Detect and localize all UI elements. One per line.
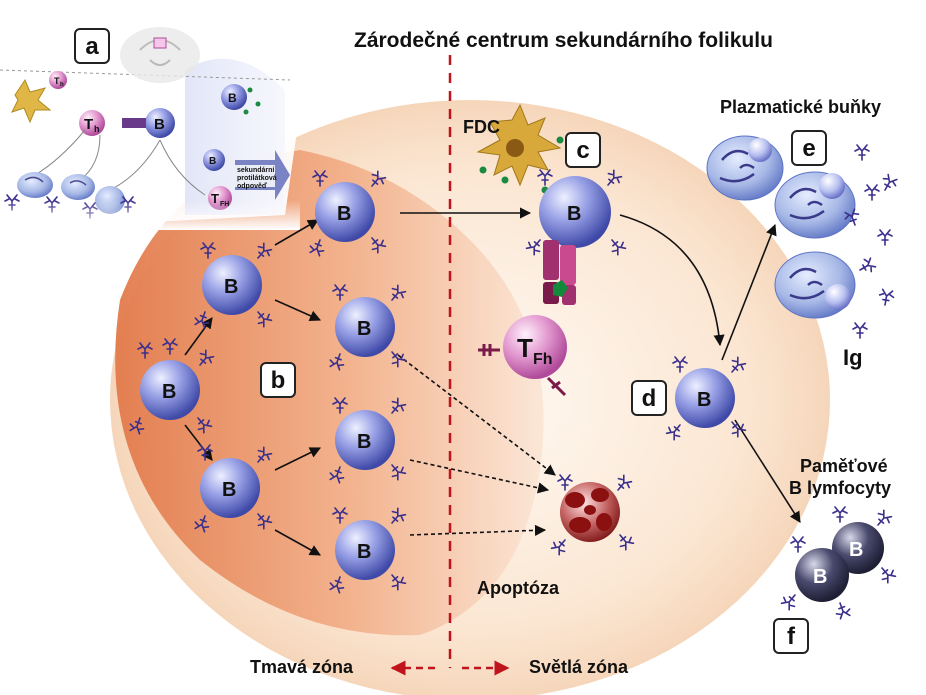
inset-response-3: odpověď	[237, 183, 268, 190]
inset-response-1: sekundární	[237, 167, 275, 174]
dark-zone-label: Tmavá zóna	[250, 657, 354, 677]
inset-th-small-label: T	[54, 76, 60, 86]
panel-label-e: e	[791, 130, 827, 166]
apoptosis-label: Apoptóza	[477, 578, 559, 598]
inset-tfh-label: T	[211, 191, 219, 206]
svg-text:B: B	[849, 539, 863, 561]
svg-text:B: B	[567, 203, 581, 225]
plasma-cells-label: Plazmatické buňky	[720, 97, 882, 117]
tfh-label: T	[517, 333, 533, 363]
inset-response-2: protilátková	[237, 175, 277, 182]
svg-text:B: B	[697, 389, 711, 411]
inset-th-label: T	[84, 116, 93, 133]
free-antibodies	[842, 144, 900, 339]
apoptotic-cell	[549, 473, 636, 557]
svg-text:B: B	[337, 203, 351, 225]
page-title: Zárodečné centrum sekundárního folikulu	[354, 29, 773, 52]
b-cell-c	[524, 168, 628, 257]
panel-label-a: a	[74, 28, 110, 64]
svg-text:B: B	[209, 156, 216, 167]
b-cell	[192, 444, 274, 534]
inset-th-small-sub: h	[60, 82, 64, 88]
memory-label-line1: Paměťové	[800, 456, 888, 476]
svg-text:B: B	[357, 318, 371, 340]
flow-arrows	[184, 207, 801, 556]
light-zone-label: Světlá zóna	[529, 657, 629, 677]
plasma-cell	[774, 171, 856, 239]
b-cell	[327, 506, 408, 595]
svg-text:B: B	[162, 381, 176, 403]
panel-label-b: b	[260, 362, 296, 398]
memory-b-cell	[779, 536, 853, 621]
svg-text:B: B	[357, 541, 371, 563]
inset-tfh-sub: FH	[220, 201, 229, 208]
b-cell	[327, 283, 408, 372]
plasma-cell	[706, 135, 784, 201]
b-cell-d	[664, 355, 748, 442]
inset-panel-a	[0, 27, 300, 230]
panel-label-d: d	[631, 380, 667, 416]
b-cell	[192, 241, 274, 330]
tfh-sub-label: Fh	[533, 351, 553, 368]
ig-label: Ig	[843, 345, 863, 370]
inset-th-sub: h	[94, 124, 100, 134]
b-cell	[307, 169, 388, 258]
svg-text:B: B	[224, 276, 238, 298]
b-cell	[327, 396, 408, 485]
svg-text:B: B	[357, 431, 371, 453]
receptor-complex	[543, 240, 576, 305]
b-cell	[127, 338, 216, 436]
memory-label-line2: B lymfocyty	[789, 478, 892, 498]
svg-text:B: B	[222, 479, 236, 501]
svg-text:B: B	[228, 91, 237, 105]
fdc-label: FDC	[463, 117, 500, 137]
inset-labels: T h T h B B B T FH sekundární protilátko…	[54, 76, 277, 208]
inset-b-label: B	[154, 116, 165, 133]
panel-label-f: f	[773, 618, 809, 654]
tfh-cell	[478, 315, 567, 397]
svg-text:B: B	[813, 566, 827, 588]
plasma-cell	[774, 251, 856, 319]
panel-label-c: c	[565, 132, 601, 168]
cell-labels: B B B B B B B B B B B T Fh	[162, 203, 863, 588]
